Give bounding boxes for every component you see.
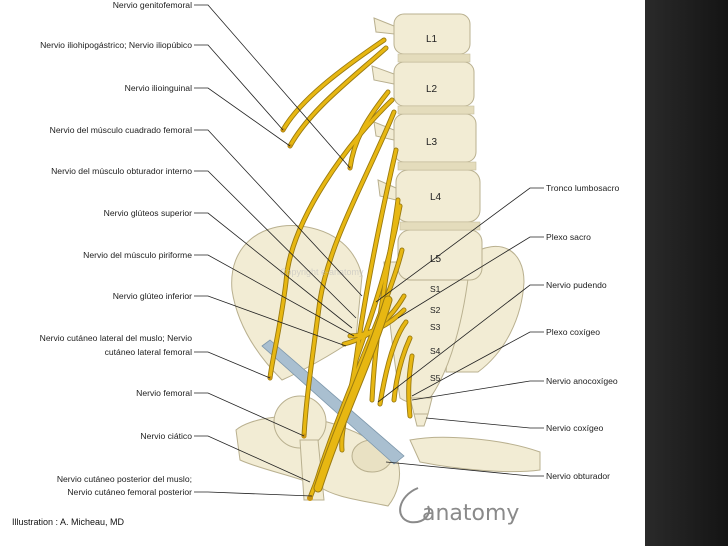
vertebra-labels: L1 L2 L3 L4 L5 [426,34,442,265]
left-labels: Nervio genitofemoral Nervio iliohipogást… [40,0,363,497]
label-plexo-coxigeo: Plexo coxígeo [546,327,600,337]
watermark: Copyright e-anatomy [280,267,364,277]
label-iliohipogastrico: Nervio iliohipogástrico; Nervio iliopúbi… [40,40,192,50]
vertebra-label-l1: L1 [426,34,438,45]
illustration-credit: Illustration : A. Micheau, MD [12,517,125,527]
label-femoral: Nervio femoral [136,388,192,398]
label-cutaneo-posterior-1: Nervio cutáneo posterior del muslo; [57,474,192,484]
label-genitofemoral: Nervio genitofemoral [113,0,192,10]
label-obturador: Nervio obturador [546,471,610,481]
inguinal-ligament [261,339,405,465]
sacral-label-s1: S1 [430,284,441,294]
slide-dark-band [645,0,728,546]
label-obturador-interno: Nervio del músculo obturador interno [51,166,192,176]
vertebra-label-l5: L5 [430,254,442,265]
vertebra-label-l4: L4 [430,192,442,203]
label-anocoxigeo: Nervio anocoxígeo [546,376,618,386]
sacral-label-s2: S2 [430,305,441,315]
label-cuadrado-femoral: Nervio del músculo cuadrado femoral [50,125,192,135]
vertebra-label-l2: L2 [426,84,438,95]
right-labels: Tronco lumbosacro Plexo sacro Nervio pud… [375,183,619,481]
nerve-plexus-illustration: Copyright e-anatomy L1 L2 L3 L4 L5 S1 S2… [12,0,619,527]
label-pudendo: Nervio pudendo [546,280,607,290]
sacral-labels: S1 S2 S3 S4 S5 [430,284,441,383]
label-cutaneo-lateral-1: Nervio cutáneo lateral del muslo; Nervio [40,333,193,343]
label-gluteo-superior: Nervio glúteos superior [104,208,193,218]
nerves [267,37,415,501]
label-tronco-lumbosacro: Tronco lumbosacro [546,183,619,193]
slide: Copyright e-anatomy L1 L2 L3 L4 L5 S1 S2… [0,0,645,546]
e-anatomy-logo: anatomy [399,487,519,526]
label-cutaneo-lateral-2: cutáneo lateral femoral [105,347,193,357]
label-cutaneo-posterior-2: Nervio cutáneo femoral posterior [67,487,192,497]
label-ilioinguinal: Nervio ilioinguinal [125,83,192,93]
label-coxigeo: Nervio coxígeo [546,423,604,433]
sacral-label-s5: S5 [430,373,441,383]
label-ciatico: Nervio ciático [140,431,192,441]
logo-text: anatomy [422,501,519,526]
label-plexo-sacro: Plexo sacro [546,232,591,242]
label-piriforme: Nervio del músculo piriforme [83,250,192,260]
label-gluteo-inferior: Nervio glúteo inferior [113,291,192,301]
sacral-label-s3: S3 [430,322,441,332]
intervertebral-discs [397,53,481,231]
sacral-label-s4: S4 [430,346,441,356]
vertebra-label-l3: L3 [426,137,438,148]
